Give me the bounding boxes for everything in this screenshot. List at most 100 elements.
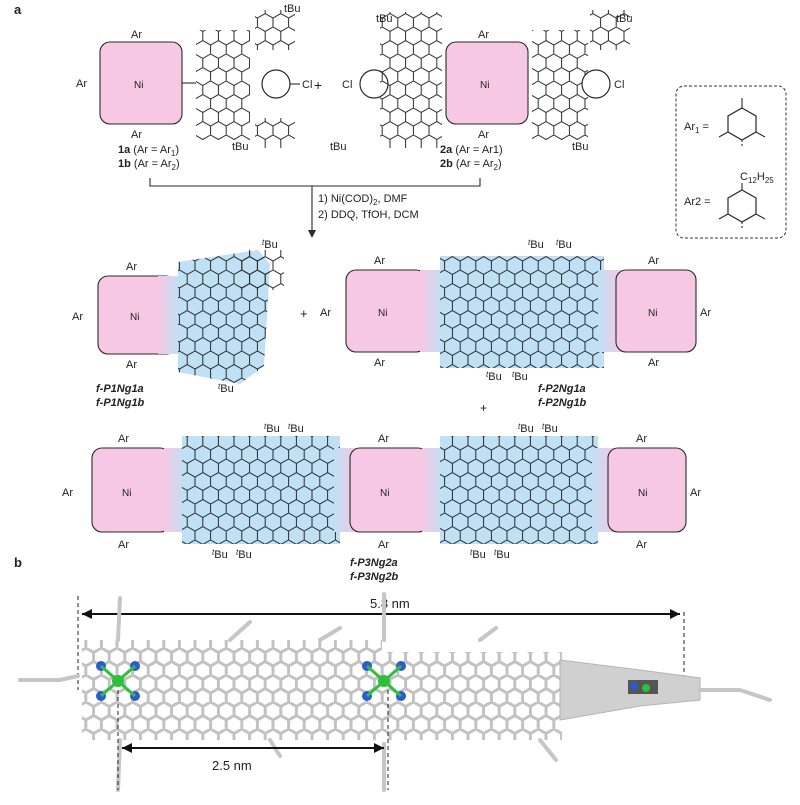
ar-label: Ar (374, 255, 385, 267)
arrow-head (670, 609, 680, 619)
aryl-stick (18, 674, 80, 682)
ar-label: Ar (478, 29, 489, 41)
tbu-label: tBu (556, 238, 572, 251)
product-p1ng1-structure: Ni Ar Ar Ar tBu tBu (72, 238, 284, 395)
tbu-label: tBu (528, 238, 544, 251)
tbu-label: tBu (572, 141, 589, 153)
plus-sign: + (480, 401, 487, 415)
ar-label: Ar (378, 539, 389, 551)
alkyl-chain-label: C12H25 (740, 171, 774, 185)
graphene-sticks (82, 640, 382, 740)
porphyrin-core-2 (445, 41, 529, 125)
ar-label: Ar (126, 359, 137, 371)
length-label-2-5nm: 2.5 nm (212, 758, 252, 773)
tbu-label: tBu (264, 422, 280, 435)
aromatic-rings (590, 10, 630, 50)
aromatic-rings (532, 30, 588, 140)
tbu-label: tBu (288, 422, 304, 435)
methyl-bond (755, 131, 766, 138)
ar-label: Ar (700, 307, 711, 319)
ar-label: Ar (690, 487, 701, 499)
tbu-label: tBu (494, 548, 510, 561)
ar-label: Ar (131, 29, 142, 41)
graphene-sticks (382, 652, 562, 740)
nickel-label: Ni (638, 488, 647, 499)
reagent-step-1: 1) Ni(COD)2, DMF (318, 193, 408, 207)
compound-2a-label: 2a (Ar = Ar1) (440, 144, 503, 156)
tbu-label: tBu (262, 238, 278, 251)
tbu-label: tBu (616, 13, 633, 25)
methyl-bond (718, 213, 729, 220)
methyl-bond (718, 131, 729, 138)
reactant-1-structure: Ni Ar Ar Ar Cl tBu tBu (76, 3, 312, 153)
product-p1ng1a-label: f-P1Ng1a (96, 383, 144, 395)
panel-a-label: a (14, 2, 22, 17)
arrow-head (122, 743, 132, 753)
fusion-gradient (158, 276, 180, 354)
ar-label: Ar (118, 539, 129, 551)
ar-label: Ar (378, 433, 389, 445)
product-p2ng1-structure: Ni Ni Ar Ar Ar Ar Ar Ar tBu tBu tBu tBu (320, 238, 711, 383)
ar-label: Ar (118, 433, 129, 445)
tbu-label: tBu (232, 141, 249, 153)
compound-1a-label: 1a (Ar = Ar1) (118, 144, 179, 158)
reactant-2-structure: Cl tBu tBu Ni Ar Ar Cl tBu tBu (330, 10, 633, 153)
product-p3ng2a-label: f-P3Ng2a (350, 557, 398, 569)
tbu-label: tBu (518, 422, 534, 435)
aromatic-rings (196, 30, 250, 140)
nickel-label: Ni (134, 80, 143, 91)
nickel-atom (112, 675, 124, 687)
aromatic-rings (240, 250, 284, 290)
arrow-head (308, 230, 316, 238)
ar-label: Ar (636, 539, 647, 551)
ar-label: Ar (374, 357, 385, 369)
tbu-label: tBu (470, 548, 486, 561)
nanographene-lattice (182, 436, 340, 544)
ar2-label: Ar2 = (684, 196, 711, 208)
nickel-atom (378, 675, 390, 687)
methyl-bond (755, 213, 766, 220)
aromatic-rings (255, 10, 295, 50)
aromatic-rings (380, 12, 442, 148)
tbu-stick (228, 620, 252, 642)
ar-label: Ar (320, 307, 331, 319)
crystal-structure-model (18, 592, 772, 792)
nickel-label: Ni (378, 308, 387, 319)
plus-sign: + (300, 306, 308, 321)
tbu-stick (478, 626, 498, 642)
tbu-label: tBu (486, 370, 502, 383)
tbu-stick (318, 626, 342, 642)
product-p3ng2b-label: f-P3Ng2b (350, 571, 399, 583)
nanographene-lattice (440, 256, 604, 368)
aryl-stick (116, 596, 122, 642)
panel-b-label: b (14, 555, 22, 570)
tbu-label: tBu (376, 13, 393, 25)
fusion-gradient (422, 448, 444, 532)
tbu-label: tBu (330, 141, 347, 153)
ar-label: Ar (131, 129, 142, 141)
ar-label: Ar (648, 357, 659, 369)
nickel-label: Ni (648, 308, 657, 319)
ar1-label: Ar1 = (684, 121, 709, 135)
compound-2b-label: 2b (Ar = Ar2) (440, 158, 502, 172)
ar-label: Ar (126, 261, 137, 273)
chloro-label: Cl (614, 79, 624, 91)
tbu-stick (538, 738, 558, 762)
aryl-ring (727, 189, 757, 223)
tbu-label: tBu (218, 382, 234, 395)
nickel-label: Ni (380, 488, 389, 499)
compound-1b-label: 1b (Ar = Ar2) (118, 158, 180, 172)
tbu-label: tBu (542, 422, 558, 435)
tbu-label: tBu (212, 548, 228, 561)
aryl-legend-box: Ar1 = C12H25 Ar2 = (675, 85, 787, 239)
product-p3ng2-structure: Ni Ni Ni Ar Ar Ar Ar Ar Ar Ar Ar tBu tBu… (62, 422, 701, 561)
length-label-5-8nm: 5.8 nm (370, 596, 410, 611)
nickel-label: Ni (130, 312, 139, 323)
ar-label: Ar (648, 255, 659, 267)
fusion-gradient (164, 448, 186, 532)
nickel-label: Ni (122, 488, 131, 499)
ar-label: Ar (636, 433, 647, 445)
nickel-atom (642, 684, 650, 692)
ar-label: Ar (76, 78, 87, 90)
